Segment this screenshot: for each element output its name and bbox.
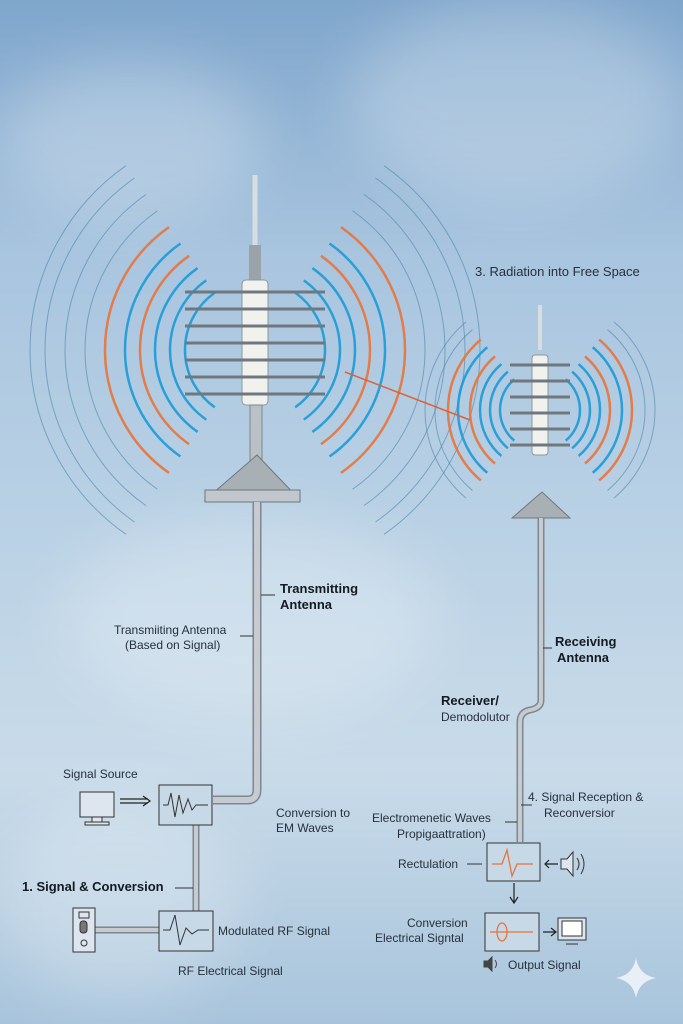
output-speaker-icon [483, 955, 497, 973]
wave-arc [571, 370, 592, 450]
wave-arc [340, 226, 407, 474]
cloud [60, 520, 440, 720]
wave-arc [424, 321, 467, 499]
wave-arc [303, 279, 342, 421]
wave-arc [456, 346, 489, 474]
label-modulated-rf: Modulated RF Signal [218, 924, 331, 938]
label-radiation: 3. Radiation into Free Space [475, 264, 640, 279]
arrow-down-icon [509, 883, 519, 905]
wave-arc [564, 378, 582, 442]
arrow-right-icon [543, 927, 557, 937]
label-receiver-1: Receiver/ [441, 693, 499, 708]
wave-arc [383, 165, 481, 535]
monitor-icon [557, 917, 587, 945]
wave-arc [138, 254, 190, 446]
label-signal-conversion: 1. Signal & Conversion [22, 879, 164, 894]
wave-arc [375, 177, 466, 523]
modulation-box [158, 910, 214, 952]
label-output-signal: Output Signal [508, 958, 581, 972]
speaker-icon [560, 850, 585, 878]
wave-arc [84, 210, 158, 490]
wave-arc [168, 279, 207, 421]
wave-arc [577, 363, 602, 457]
cloud [0, 60, 260, 220]
microphone-device-icon [72, 907, 96, 953]
wave-arc [446, 338, 482, 482]
label-tx-based-2: (Based on Signal) [125, 638, 221, 652]
wave-arc [29, 165, 127, 535]
wave-arc [607, 329, 646, 491]
wave-arc [613, 321, 656, 499]
label-em-waves-1: Electromenetic Waves [372, 811, 491, 825]
wave-arc [363, 193, 446, 507]
label-conversion-em-1: Conversion to [276, 806, 351, 820]
label-conversion-electrical-1: Conversion [407, 916, 468, 930]
label-conversion-em-2: EM Waves [276, 821, 334, 835]
cloud [350, 0, 680, 200]
wave-arc [123, 242, 182, 458]
signal-processing-box [158, 784, 213, 826]
wave-arc [598, 338, 634, 482]
receiving-antenna [510, 305, 572, 842]
wave-arc [488, 370, 509, 450]
label-receiving-antenna-1: Receiving [555, 634, 617, 649]
wave-arc [352, 210, 426, 490]
wave-arc [584, 355, 612, 465]
label-transmitting-antenna-2: Antenna [280, 597, 332, 612]
transmitting-antenna [185, 175, 325, 805]
arrow-left-icon [544, 859, 558, 869]
wave-arc [320, 254, 372, 446]
label-reception-2: Reconversior [544, 806, 615, 820]
label-transmitting-antenna-1: Transmitting [280, 581, 359, 596]
computer-icon [79, 791, 115, 826]
label-tx-based-1: Transmiiting Antenna [114, 623, 227, 637]
wave-arc [468, 355, 496, 465]
wave-arc [103, 226, 170, 474]
wave-arc [64, 193, 147, 507]
propagation-link-line [344, 371, 471, 421]
conversion-box [484, 912, 540, 952]
wave-arc [44, 177, 135, 523]
label-receiver-2: Demodolutor [441, 710, 510, 724]
radiation-waves [29, 165, 656, 535]
label-signal-source: Signal Source [63, 767, 138, 781]
arrow-icon [120, 795, 152, 807]
wave-arc [478, 363, 503, 457]
label-rf-electrical: RF Electrical Signal [178, 964, 283, 978]
wave-arc [591, 346, 624, 474]
sparkle-icon [616, 958, 656, 998]
wave-arc [328, 242, 387, 458]
label-rectulation: Rectulation [398, 857, 459, 871]
cloud [0, 800, 240, 1000]
wave-arc [434, 329, 473, 491]
rectulation-box [486, 842, 541, 882]
label-reception-1: 4. Signal Reception & [528, 790, 644, 804]
label-receiving-antenna-2: Antenna [557, 650, 609, 665]
label-em-waves-2: Propigaattration) [397, 827, 486, 841]
wave-arc [498, 378, 516, 442]
label-conversion-electrical-2: Electrical Signtal [375, 931, 464, 945]
wave-arc [153, 267, 199, 433]
wave-arc [311, 267, 357, 433]
